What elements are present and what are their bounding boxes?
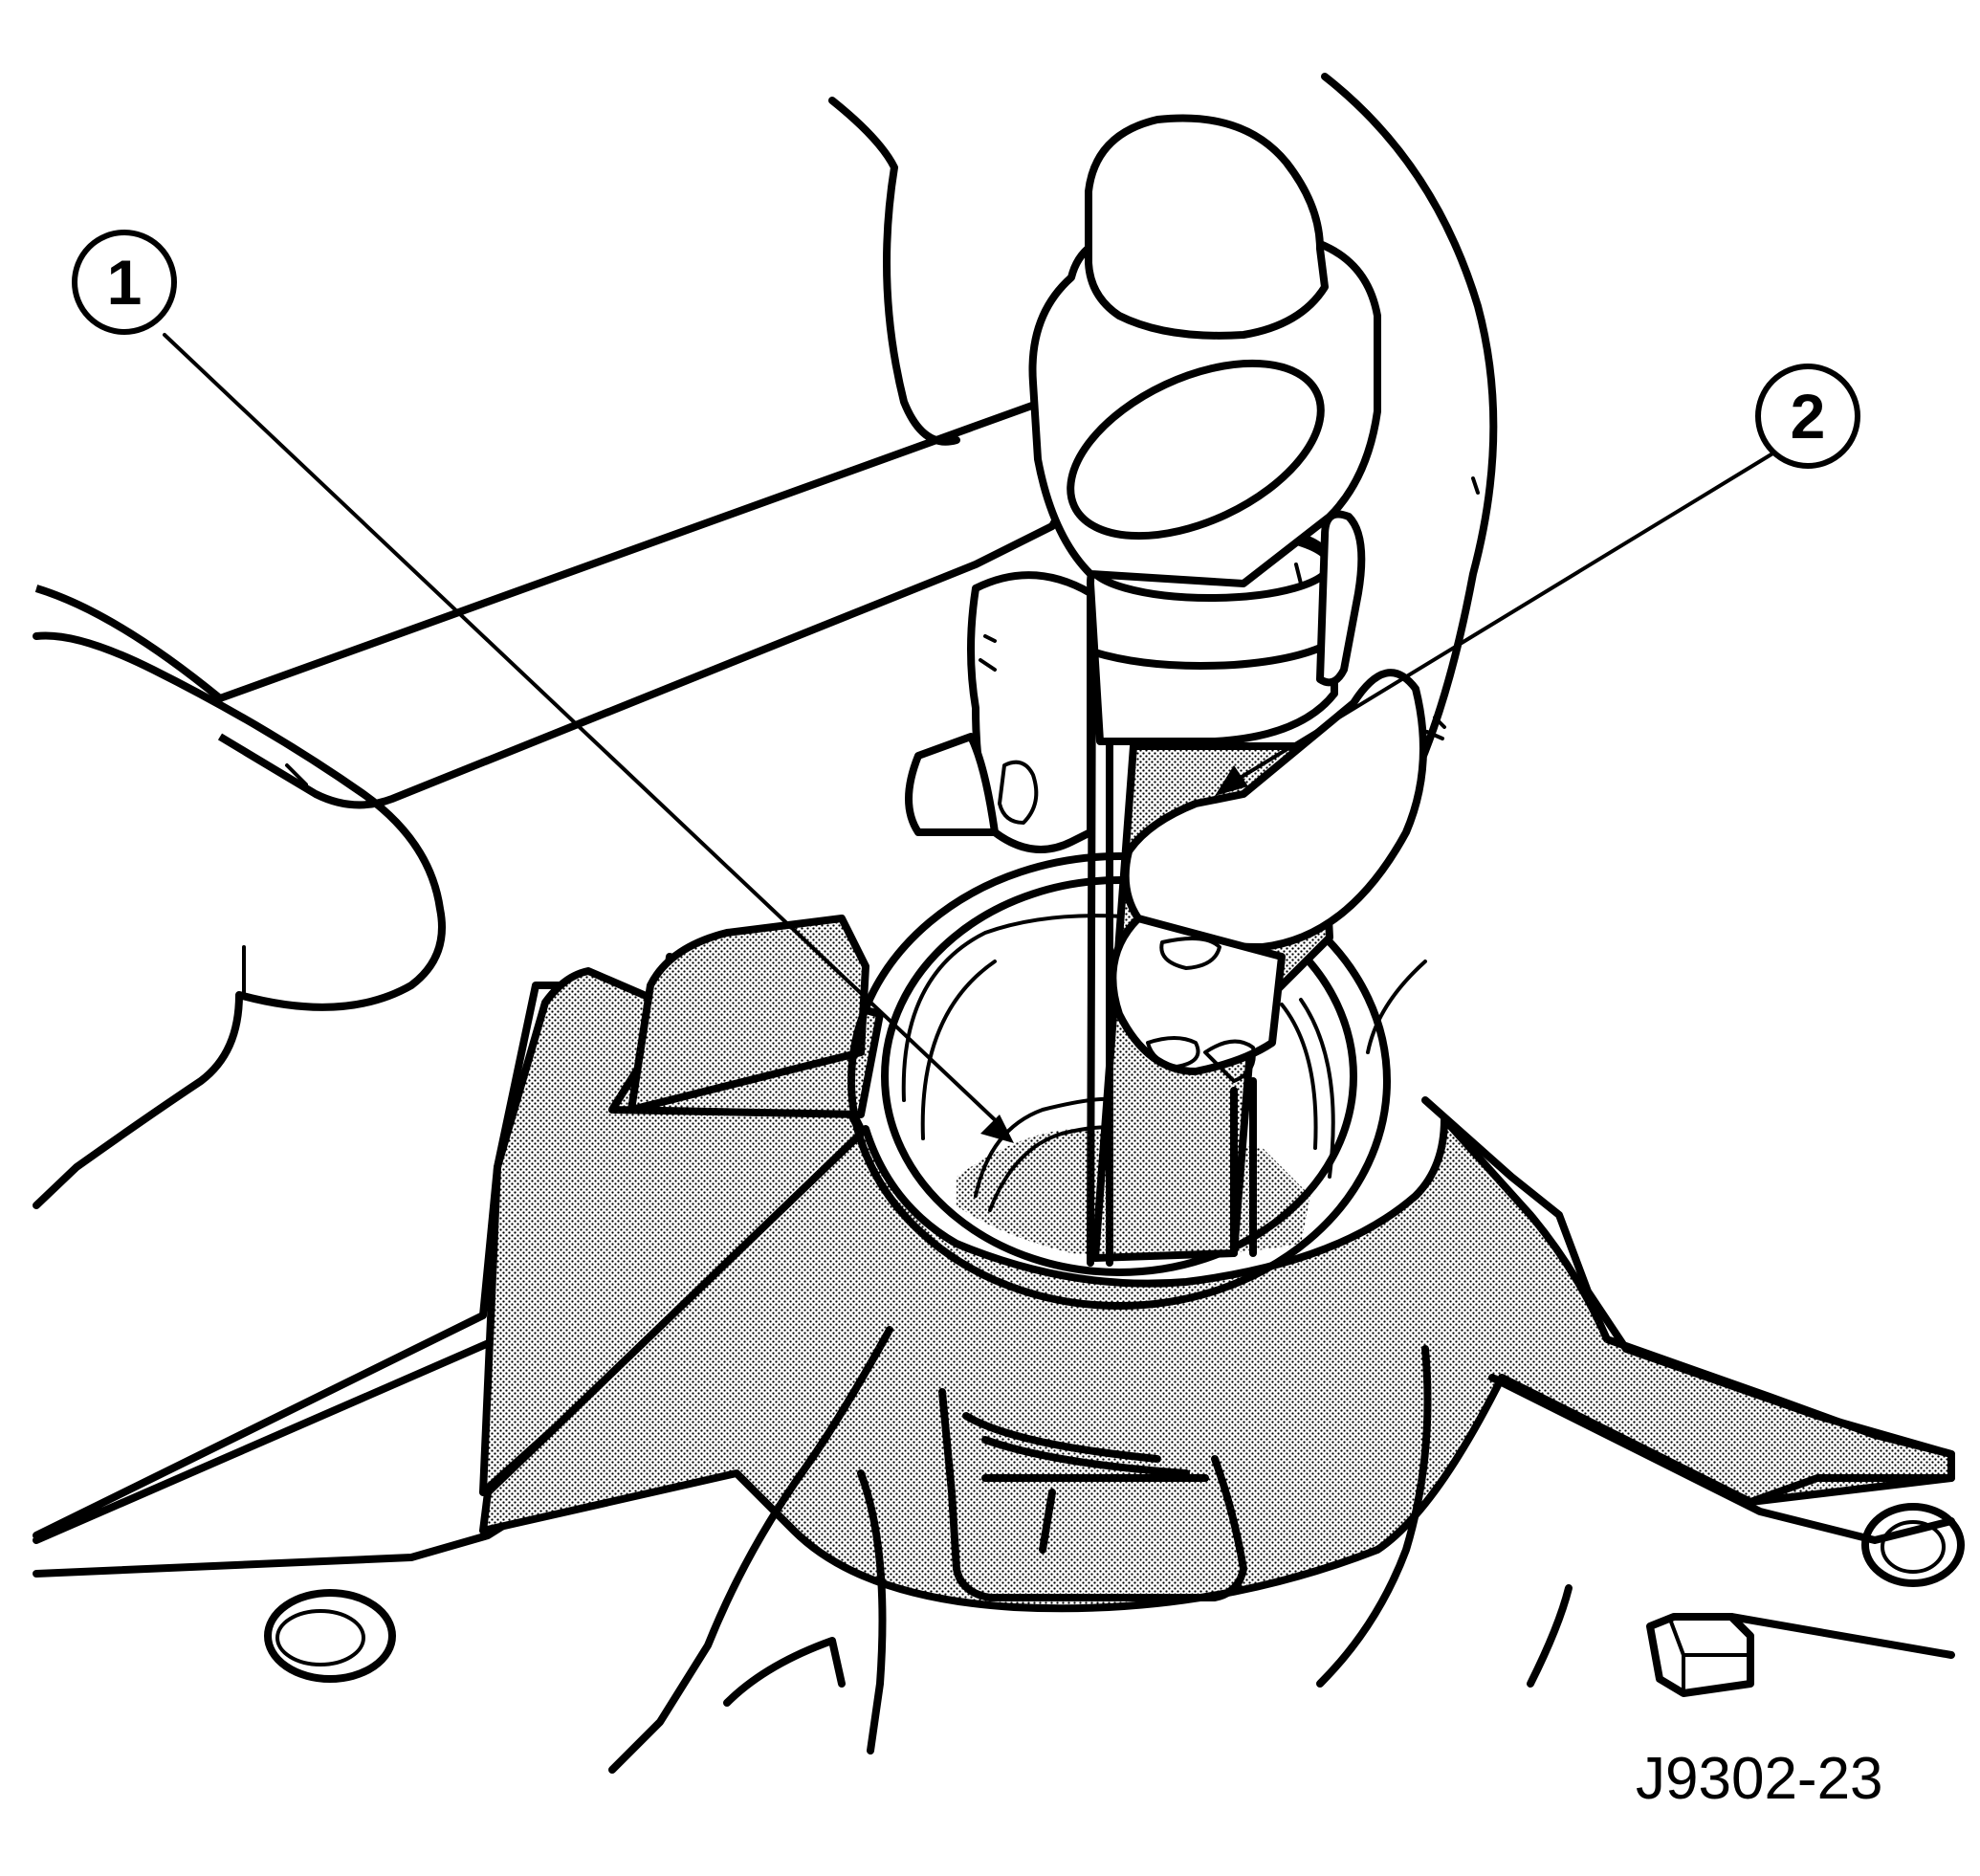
callout-2-circle	[1755, 364, 1860, 469]
callout-2-group: 2	[1215, 364, 1860, 796]
figure-id: J9302-23	[1636, 1746, 1883, 1812]
transmission-housing	[33, 915, 1965, 1774]
hand-holding-tool	[33, 73, 1498, 1209]
callout-2-label: 2	[1791, 381, 1826, 452]
callout-1-arrowhead	[980, 1115, 1014, 1143]
callout-2-arrowhead	[1215, 765, 1248, 796]
callout-1-group: 1	[72, 230, 1014, 1143]
callout-1-label: 1	[107, 247, 143, 318]
callout-1-leader	[163, 333, 1006, 1131]
callout-2-leader	[1227, 448, 1781, 786]
callout-1-circle	[72, 230, 177, 335]
